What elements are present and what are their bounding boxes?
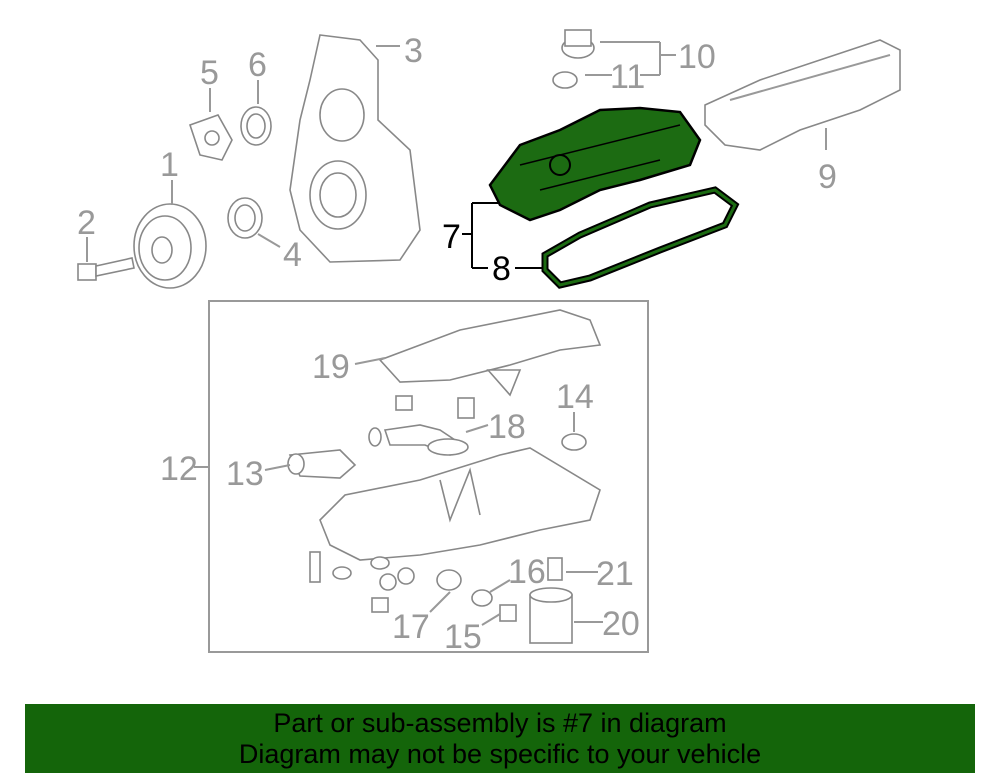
oil-filter[interactable] — [529, 587, 573, 644]
callout-5: 5 — [200, 54, 219, 92]
oil-pan-baffle[interactable] — [378, 309, 602, 397]
info-banner: Part or sub-assembly is #7 in diagram Di… — [25, 704, 975, 773]
banner-line-1: Part or sub-assembly is #7 in diagram — [273, 707, 727, 738]
callout-15: 15 — [444, 618, 482, 656]
grommet[interactable] — [397, 567, 415, 585]
oil-cap-seal[interactable] — [552, 71, 578, 89]
oil-filler-cap[interactable] — [561, 29, 595, 59]
oil-pan-group-box — [208, 300, 649, 653]
callout-17: 17 — [392, 608, 430, 646]
callout-6: 6 — [248, 46, 267, 84]
callout-11: 11 — [610, 58, 645, 96]
callout-13: 13 — [226, 455, 264, 493]
leader-line-7-8 — [462, 202, 542, 269]
callout-9: 9 — [818, 158, 837, 196]
timing-cover[interactable] — [289, 34, 421, 263]
valve-cover-highlighted[interactable] — [488, 106, 702, 222]
grommet[interactable] — [370, 556, 390, 570]
crankshaft-pulley[interactable] — [133, 203, 207, 289]
callout-7: 7 — [442, 218, 461, 256]
oil-filter-adapter[interactable] — [547, 557, 563, 581]
callout-21: 21 — [596, 555, 634, 593]
leader-lines — [86, 41, 827, 626]
insulator[interactable] — [436, 569, 462, 591]
bolt[interactable] — [371, 597, 389, 613]
bolt[interactable] — [395, 395, 413, 411]
oil-pan-adapter[interactable] — [287, 449, 357, 479]
oil-pan[interactable] — [319, 447, 601, 561]
callout-19: 19 — [312, 348, 350, 386]
callout-1: 1 — [160, 146, 179, 184]
callout-8: 8 — [492, 250, 511, 288]
plug-seal[interactable] — [561, 433, 587, 451]
sensor-part[interactable] — [188, 114, 233, 161]
oil-pickup-tube[interactable] — [368, 424, 469, 456]
front-seal[interactable] — [227, 197, 263, 239]
seal-ring[interactable] — [240, 106, 272, 146]
valve-cover-gasket-highlighted[interactable] — [541, 186, 740, 289]
valve-cover-right[interactable] — [704, 39, 901, 151]
grommet[interactable] — [332, 566, 352, 580]
drain-plug[interactable] — [499, 604, 517, 622]
seal-washer[interactable] — [471, 589, 493, 607]
callout-4: 4 — [283, 236, 302, 274]
callout-2: 2 — [77, 204, 96, 242]
stud[interactable] — [309, 551, 321, 583]
pulley-bolt[interactable] — [77, 257, 135, 281]
callout-18: 18 — [488, 408, 526, 446]
callout-14: 14 — [556, 378, 594, 416]
grommet[interactable] — [379, 573, 397, 591]
bolt[interactable] — [457, 397, 475, 419]
callout-3: 3 — [404, 32, 423, 70]
callout-20: 20 — [602, 605, 640, 643]
callout-12: 12 — [160, 450, 198, 488]
callout-16: 16 — [508, 553, 546, 591]
callout-10: 10 — [678, 38, 716, 76]
banner-line-2: Diagram may not be specific to your vehi… — [238, 738, 762, 769]
